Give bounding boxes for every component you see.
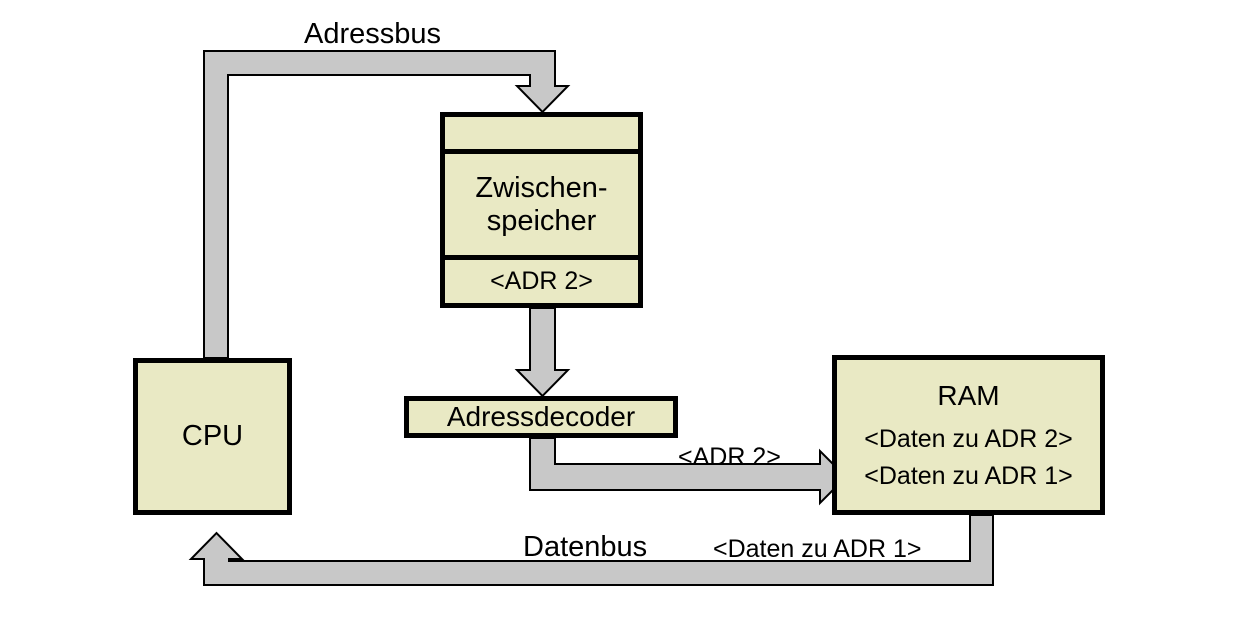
adressbus-path	[203, 50, 571, 359]
zwischenspeicher-node[interactable]: Zwischen- speicher <ADR 2>	[440, 112, 643, 308]
datenbus-label: Datenbus	[523, 531, 648, 563]
ram-title: RAM	[937, 380, 1000, 412]
zwischenspeicher-value-cell: <ADR 2>	[490, 267, 593, 295]
adressdecoder-node[interactable]: Adressdecoder	[404, 396, 678, 438]
ram-row-1: <Daten zu ADR 1>	[864, 461, 1073, 490]
adressdecoder-label: Adressdecoder	[446, 401, 636, 433]
zwischenspeicher-label: Zwischen- speicher	[445, 154, 638, 260]
cpu-label: CPU	[181, 420, 244, 453]
decoder-to-ram-arrow-label: <ADR 2>	[678, 443, 781, 471]
datenbus-payload-label: <Daten zu ADR 1>	[713, 535, 922, 563]
datenbus-path	[188, 514, 994, 586]
ram-node[interactable]: RAM <Daten zu ADR 2> <Daten zu ADR 1>	[832, 355, 1105, 515]
ram-row-0: <Daten zu ADR 2>	[864, 425, 1073, 454]
zwischenspeicher-to-decoder-arrow	[514, 307, 571, 398]
cpu-node[interactable]: CPU	[133, 358, 292, 515]
adressbus-label: Adressbus	[304, 18, 442, 50]
zwischenspeicher-empty-cell	[445, 117, 638, 154]
